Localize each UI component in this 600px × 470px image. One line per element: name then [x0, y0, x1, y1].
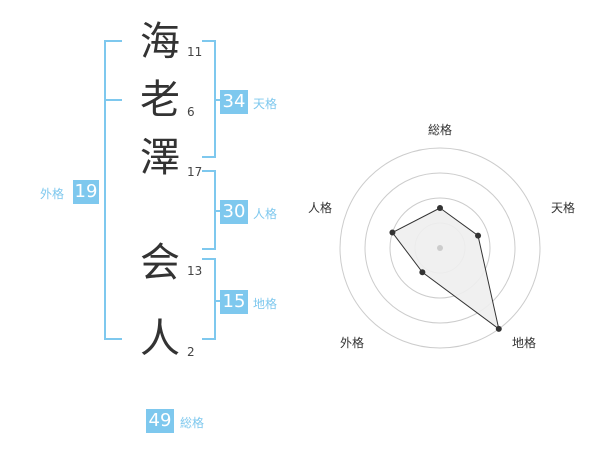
name-char-3: 澤 [140, 135, 180, 181]
name-char-5: 人 [140, 316, 180, 362]
radar-point-1 [437, 205, 443, 211]
radar-ring-3 [364, 172, 516, 324]
name-char-4: 会 [140, 240, 180, 286]
radar-ring-2 [389, 197, 491, 299]
gaikaku-bracket [104, 40, 122, 340]
name-char-1: 海 [140, 19, 180, 65]
radar-axis-label-4: 外格 [340, 335, 364, 350]
chikaku-tick [214, 300, 220, 302]
radar-center-dot [437, 245, 443, 251]
stroke-count-1: 11 [187, 45, 203, 59]
radar-point-2 [475, 232, 482, 239]
radar-axis-label-3: 地格 [512, 335, 536, 350]
gaikaku-value: 19 [73, 180, 99, 204]
tenkaku-tick [214, 99, 220, 101]
radar-data-polygon [391, 207, 500, 331]
stroke-count-5: 2 [187, 345, 195, 359]
stroke-count-3: 17 [187, 165, 203, 179]
radar-axis-label-1: 総格 [428, 122, 452, 137]
gaikaku-label: 外格 [40, 187, 65, 201]
radar-axis-label-2: 天格 [551, 200, 575, 215]
tenkaku-value: 34 [220, 90, 248, 114]
soukaku-value: 49 [146, 409, 174, 433]
radar-axis-label-5: 人格 [308, 200, 332, 215]
jinkaku-tick [214, 210, 220, 212]
stroke-count-4: 13 [187, 264, 203, 278]
jinkaku-value: 30 [220, 200, 248, 224]
gaikaku-tick [104, 99, 122, 101]
chikaku-value: 15 [220, 290, 248, 314]
fortune-radar-chart: 総格 天格 地格 外格 人格 [308, 122, 575, 350]
name-char-2: 老 [140, 77, 180, 123]
chikaku-bracket [202, 258, 216, 340]
stroke-count-2: 6 [187, 105, 195, 119]
soukaku-label: 総格 [180, 416, 205, 430]
radar-point-3 [495, 325, 502, 332]
chikaku-label: 地格 [253, 297, 278, 311]
jinkaku-label: 人格 [253, 207, 278, 221]
radar-ring-4 [339, 147, 541, 349]
radar-point-4 [419, 269, 426, 276]
radar-point-5 [389, 229, 396, 236]
tenkaku-label: 天格 [253, 97, 278, 111]
